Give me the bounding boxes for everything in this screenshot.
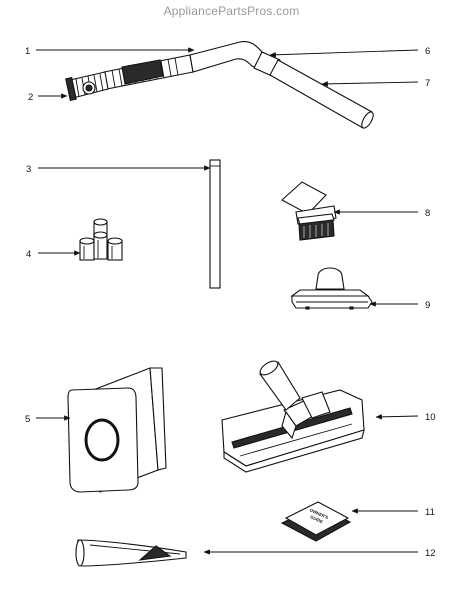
hose-assembly: [65, 41, 374, 129]
dust-bag-shape: [67, 367, 167, 493]
part-number-10: 10: [425, 412, 436, 423]
leader-line-6: [269, 49, 419, 58]
leader-lines: [36, 47, 419, 555]
part-number-2: 2: [28, 92, 33, 103]
leader-line-7: [321, 81, 419, 87]
part-number-8: 8: [425, 208, 430, 219]
extension-wand-shape: [209, 159, 221, 289]
part-number-7: 7: [425, 78, 430, 89]
part-number-5: 5: [25, 414, 30, 425]
part-number-4: 4: [26, 249, 31, 260]
hose-coupling-shape: [65, 71, 109, 102]
part-number-1: 1: [25, 46, 30, 57]
owners-guide-title-line2: GUIDE: [310, 514, 324, 524]
crevice-tool-shape: [75, 539, 187, 567]
part-number-12: 12: [425, 548, 436, 559]
floor-tool-shape: [221, 360, 365, 473]
wand-cap-set-shape: [79, 218, 123, 261]
hose-wand-tube-shape: [269, 59, 373, 129]
part-number-labels: 1 2 3 4 5 6 7 8 9 10 11 12: [25, 46, 436, 559]
owners-guide-shape: OWNER'S GUIDE: [280, 501, 352, 542]
part-number-9: 9: [425, 300, 430, 311]
part-number-3: 3: [26, 164, 31, 175]
part-number-11: 11: [425, 507, 435, 518]
upholstery-tool-shape: [290, 267, 373, 310]
dusting-brush-shape: [281, 181, 337, 241]
watermark: AppliancePartsPros.com: [163, 4, 300, 18]
leader-line-10: [375, 414, 419, 420]
part-number-6: 6: [425, 46, 430, 57]
